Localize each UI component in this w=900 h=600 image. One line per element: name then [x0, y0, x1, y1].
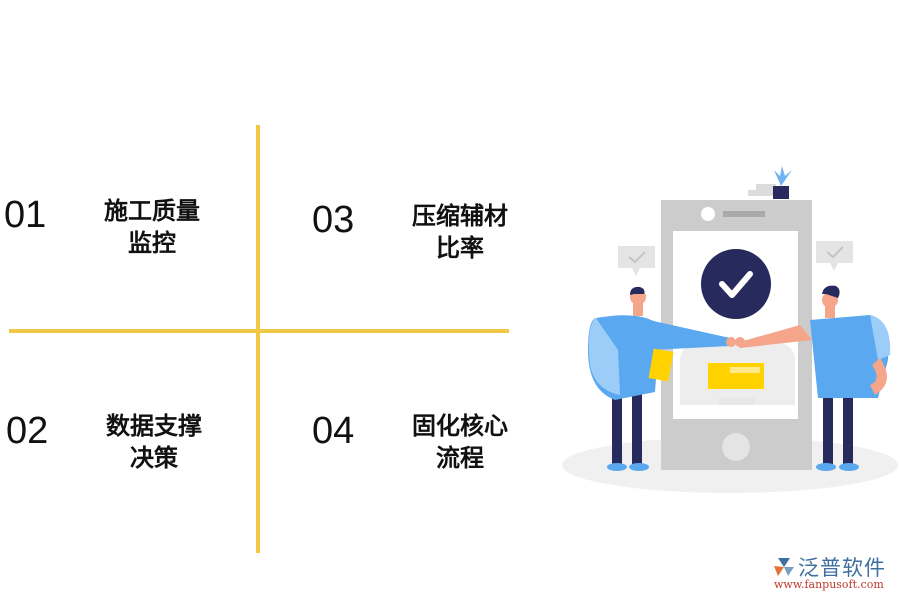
quadrant-2-number: 02 [6, 410, 49, 452]
quadrant-1-label: 施工质量 监控 [82, 195, 222, 259]
quadrant-1-line1: 施工质量 [104, 197, 200, 225]
logo-url: www.fanpusoft.com [774, 578, 884, 591]
horizontal-divider [9, 329, 509, 333]
logo-name: 泛普软件 [798, 556, 886, 580]
quadrant-3-number: 03 [312, 199, 355, 241]
quadrant-4-line2: 流程 [436, 444, 484, 472]
quadrant-3-label: 压缩辅材 比率 [390, 200, 530, 264]
quadrant-2-line2: 决策 [130, 444, 178, 472]
quadrant-4-number: 04 [312, 410, 355, 452]
quadrant-3-line2: 比率 [436, 234, 484, 262]
quadrant-3-line1: 压缩辅材 [412, 202, 508, 230]
vertical-divider [256, 125, 260, 553]
quadrant-2-line1: 数据支撑 [106, 412, 202, 440]
fanpu-logo-icon [774, 558, 794, 576]
teamwork-illustration [560, 160, 900, 495]
quadrant-4-line1: 固化核心 [412, 412, 508, 440]
brand-logo[interactable]: 泛普软件 www.fanpusoft.com [768, 552, 898, 596]
quadrant-1-line2: 监控 [128, 229, 176, 257]
quadrant-1-number: 01 [4, 194, 47, 236]
quadrant-2-label: 数据支撑 决策 [84, 410, 224, 474]
quadrant-4-label: 固化核心 流程 [390, 410, 530, 474]
check-circle-icon [701, 249, 771, 319]
